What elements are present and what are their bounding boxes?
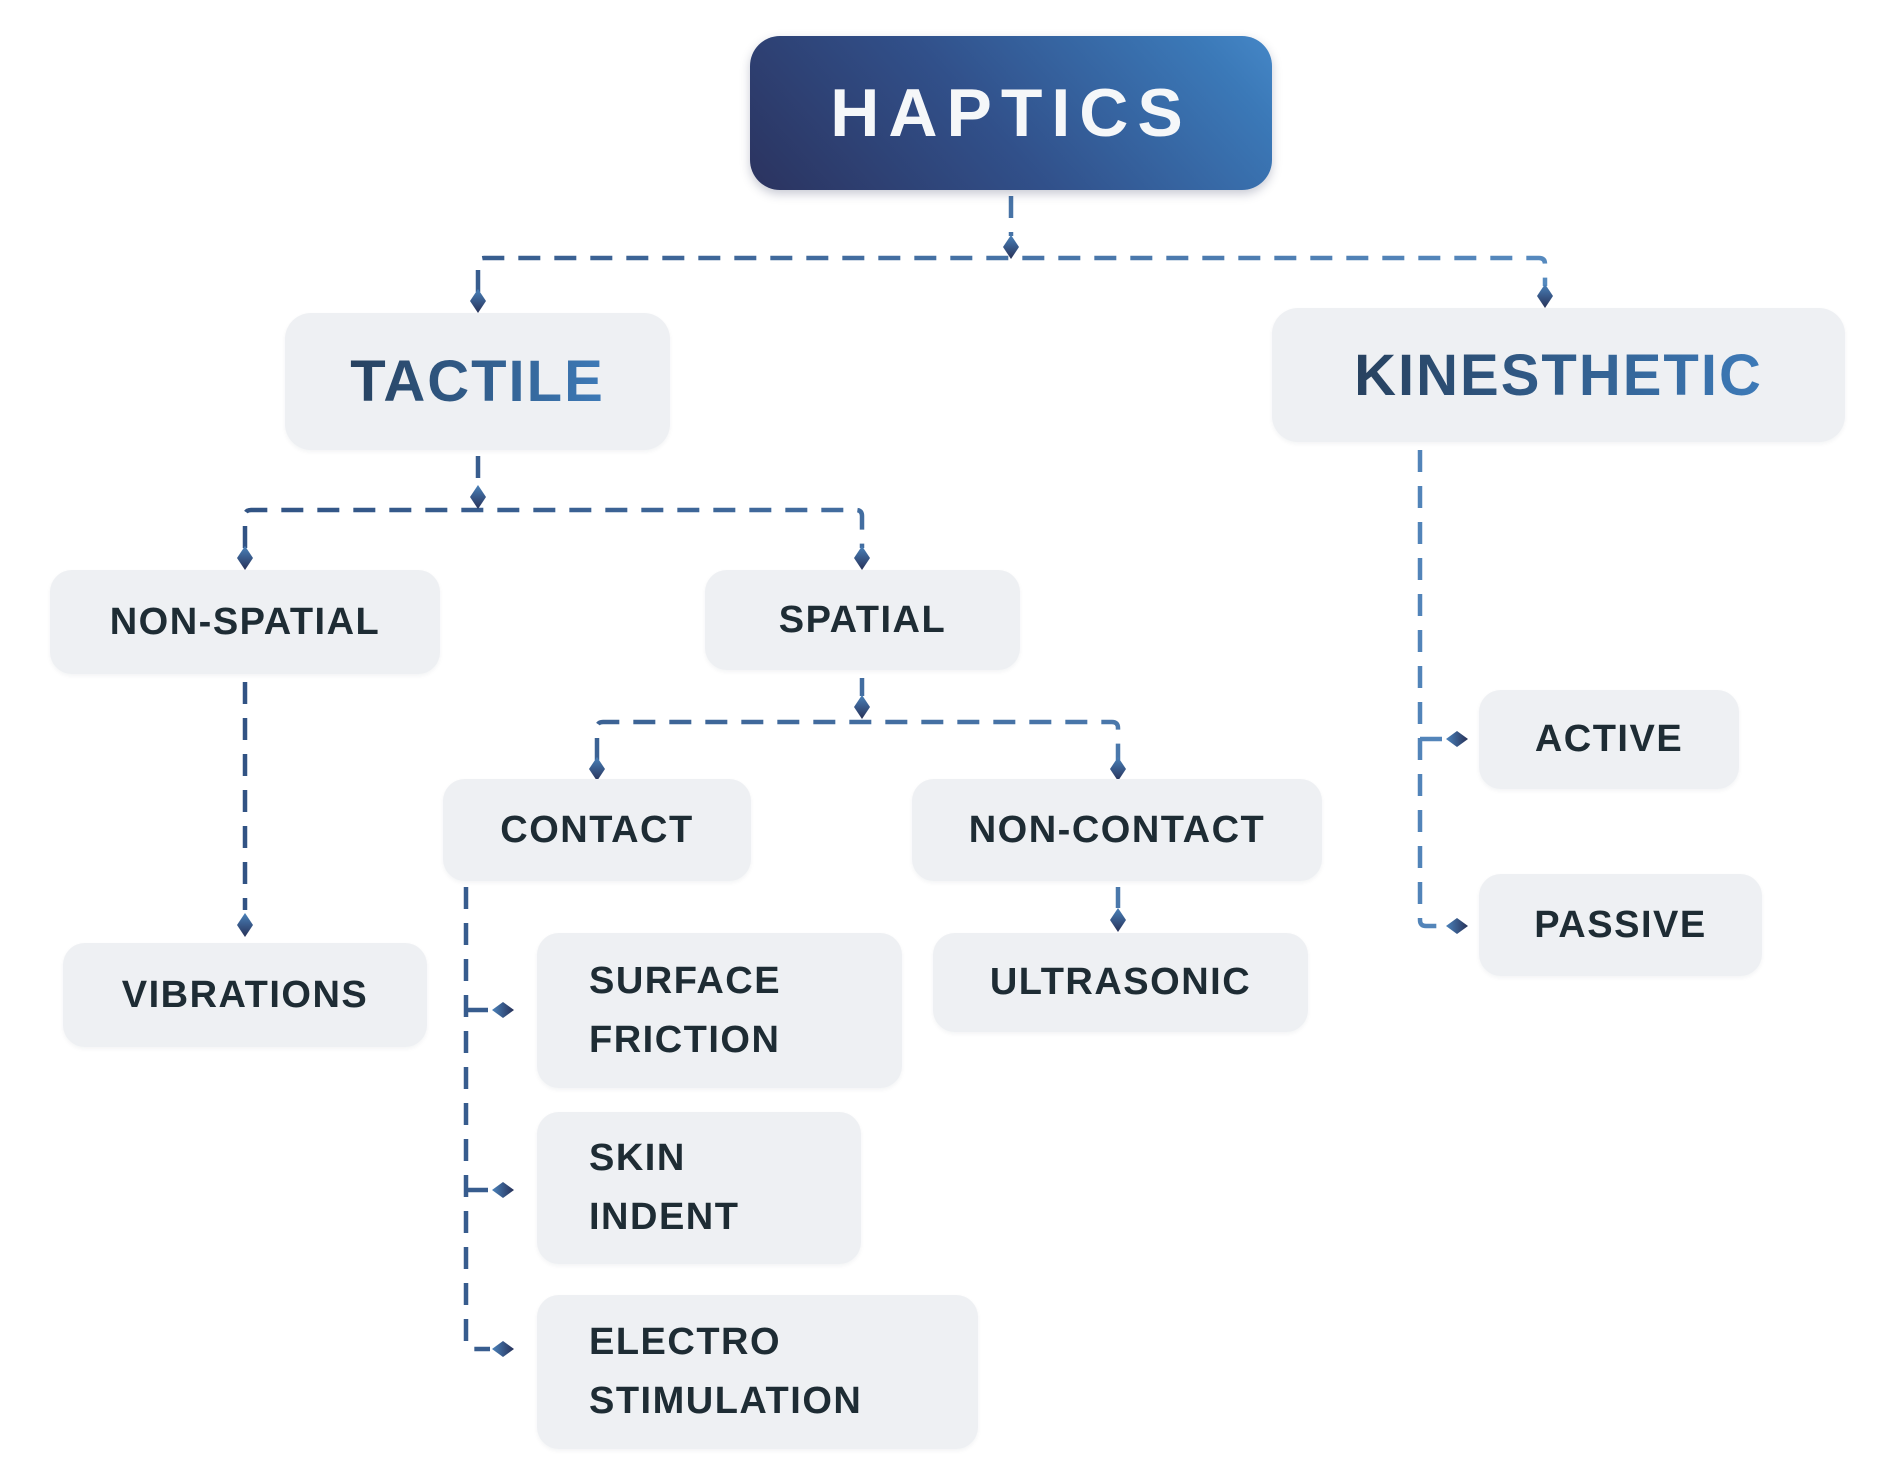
node-haptics-label: HAPTICS xyxy=(830,75,1192,151)
connector-path xyxy=(594,719,1121,760)
connector-path xyxy=(463,887,490,1352)
node-ultrasonic: ULTRASONIC xyxy=(933,933,1308,1032)
node-surface-friction-line1: SURFACE xyxy=(589,959,782,1002)
diamond-marker xyxy=(492,1182,514,1198)
diamond-marker xyxy=(854,546,870,570)
diamond-marker xyxy=(470,289,486,313)
node-tactile-label: TACTILE xyxy=(350,349,605,414)
node-vibrations-label: VIBRATIONS xyxy=(121,973,369,1016)
node-passive: PASSIVE xyxy=(1479,874,1762,976)
diamond-marker xyxy=(1537,284,1553,308)
diamond-marker xyxy=(470,485,486,509)
diamond-arrowheads xyxy=(237,235,1553,1357)
node-kinesthetic: KINESTHETIC xyxy=(1272,308,1845,442)
node-passive-label: PASSIVE xyxy=(1534,903,1707,946)
node-non-spatial: NON-SPATIAL xyxy=(50,570,440,674)
diamond-marker xyxy=(237,546,253,570)
diamond-marker xyxy=(1003,235,1019,259)
node-electro-stimulation: ELECTRO STIMULATION xyxy=(537,1295,978,1449)
node-contact-label: CONTACT xyxy=(500,808,694,851)
diamond-marker xyxy=(1110,757,1126,781)
connector-path xyxy=(475,255,1548,292)
node-haptics: HAPTICS xyxy=(750,36,1272,190)
node-electro-stimulation-line2: STIMULATION xyxy=(589,1380,863,1422)
node-spatial-label: SPATIAL xyxy=(778,598,947,641)
diamond-marker xyxy=(1446,731,1468,747)
diamond-marker xyxy=(1110,908,1126,932)
node-contact: CONTACT xyxy=(443,779,751,881)
node-skin-indent-line1: SKIN xyxy=(589,1137,686,1180)
node-spatial: SPATIAL xyxy=(705,570,1020,670)
node-non-contact-label: NON-CONTACT xyxy=(968,808,1266,851)
diamond-marker xyxy=(492,1002,514,1018)
dashed-connectors xyxy=(242,196,1548,1352)
diamond-marker xyxy=(589,757,605,781)
node-active-label: ACTIVE xyxy=(1534,718,1684,760)
node-non-contact: NON-CONTACT xyxy=(912,779,1322,881)
node-vibrations: VIBRATIONS xyxy=(63,943,427,1047)
node-surface-friction: SURFACE FRICTION xyxy=(537,933,902,1088)
node-active: ACTIVE xyxy=(1479,690,1739,789)
node-skin-indent: SKIN INDENT xyxy=(537,1112,861,1264)
diamond-marker xyxy=(1446,918,1468,934)
diamond-marker xyxy=(237,913,253,937)
node-skin-indent-line2: INDENT xyxy=(589,1196,740,1238)
diamond-marker xyxy=(492,1341,514,1357)
diamond-marker xyxy=(854,695,870,719)
node-surface-friction-line2: FRICTION xyxy=(589,1018,781,1061)
connector-path xyxy=(1417,450,1444,929)
connector-path xyxy=(242,507,865,548)
node-ultrasonic-label: ULTRASONIC xyxy=(989,961,1252,1003)
node-non-spatial-label: NON-SPATIAL xyxy=(109,600,381,643)
node-tactile: TACTILE xyxy=(285,313,670,450)
node-kinesthetic-label: KINESTHETIC xyxy=(1354,342,1763,408)
node-electro-stimulation-line1: ELECTRO xyxy=(589,1321,782,1364)
